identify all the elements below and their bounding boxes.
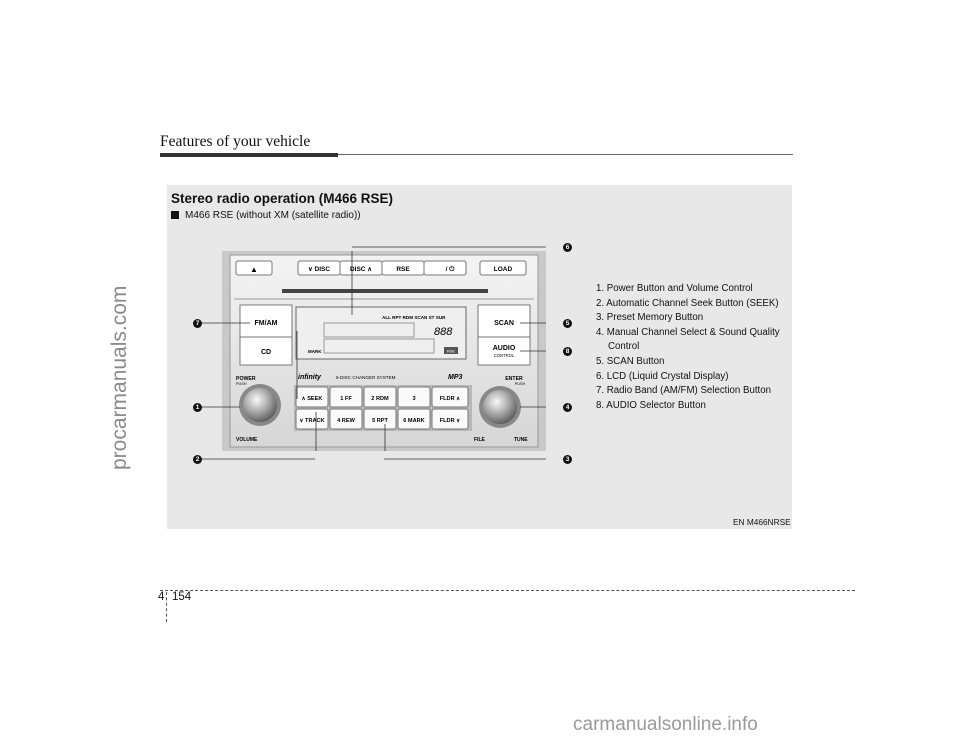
- lcd-digits: 888: [434, 326, 453, 338]
- header-title: Features of your vehicle: [160, 133, 311, 150]
- preset-button[interactable]: [329, 408, 363, 430]
- preset-button-label: FLDR ∧: [440, 396, 461, 402]
- rse-label: RSE: [396, 266, 410, 273]
- square-bullet-icon: [171, 211, 179, 219]
- callout-1: 1: [193, 403, 202, 412]
- figure-code: EN M466NRSE: [733, 517, 791, 527]
- legend-item: 4. Manual Channel Select & Sound Quality: [596, 326, 780, 338]
- callout-leaders: [202, 246, 546, 460]
- brand-logo: infinity: [298, 374, 322, 381]
- legend-item: 1. Power Button and Volume Control: [596, 283, 753, 294]
- power-label: POWER: [236, 376, 256, 382]
- preset-button-label: 3: [412, 396, 415, 402]
- lcd-rse-label: RSE: [447, 349, 456, 354]
- scan-label: SCAN: [494, 320, 514, 327]
- changer-label: 6-DISC CHANGER SYSTEM: [336, 375, 396, 380]
- preset-button-label: ∧ SEEK: [302, 396, 323, 402]
- callout-8: 8: [563, 347, 572, 356]
- lcd-mark-label: MARK: [308, 349, 322, 354]
- callout-4: 4: [563, 403, 572, 412]
- radio-illustration: ▲ ∨ DISC DISC ∧ RSE / ⏻ LOAD FM/AM CD AL…: [222, 251, 546, 451]
- legend-item: 7. Radio Band (AM/FM) Selection Button: [596, 385, 771, 397]
- section-subtitle: M466 RSE (without XM (satellite radio)): [171, 210, 361, 221]
- legend-item: 2. Automatic Channel Seek Button (SEEK): [596, 297, 779, 309]
- legend-item: 5. SCAN Button: [596, 355, 665, 367]
- lcd-rse-badge: [444, 347, 458, 354]
- preset-button-label: 2 RDM: [371, 396, 389, 402]
- load-button[interactable]: [479, 260, 527, 276]
- preset-button-label: 4 REW: [337, 418, 355, 424]
- eject-button[interactable]: [235, 260, 273, 276]
- file-label: FILE: [474, 437, 485, 443]
- power-mute-label: / ⏻: [446, 265, 456, 273]
- tune-knob[interactable]: [483, 390, 517, 424]
- preset-button[interactable]: [397, 408, 431, 430]
- preset-button-label: 5 RPT: [372, 418, 388, 424]
- mp3-logo: MP3: [448, 374, 463, 381]
- legend-item-continuation: Control: [608, 341, 640, 353]
- lcd-segment-box: [323, 322, 415, 338]
- callout-3: 3: [563, 455, 572, 464]
- load-label: LOAD: [494, 266, 513, 273]
- fm-am-label: FM/AM: [255, 320, 278, 327]
- callout-8-number: 8: [565, 348, 570, 355]
- preset-button[interactable]: [295, 386, 329, 408]
- power-push-label: PUSH: [236, 382, 247, 386]
- legend-item: 3. Preset Memory Button: [596, 312, 704, 324]
- disc-down-label: ∨ DISC: [308, 266, 330, 273]
- enter-label: ENTER: [505, 376, 523, 382]
- callout-4-number: 4: [565, 404, 570, 411]
- callout-2-number: 2: [195, 456, 200, 463]
- cd-button[interactable]: [239, 336, 293, 366]
- callout-5: 5: [563, 319, 572, 328]
- preset-button[interactable]: [329, 386, 363, 408]
- scan-button[interactable]: [477, 304, 531, 338]
- preset-button-label: FLDR ∨: [440, 418, 461, 424]
- chapter-number: 4: [158, 591, 165, 603]
- callout-6: 6: [563, 243, 572, 252]
- subtitle-text: M466 RSE (without XM (satellite radio)): [185, 210, 361, 221]
- callout-3-number: 3: [565, 456, 570, 463]
- preset-button[interactable]: [363, 408, 397, 430]
- callout-6-number: 6: [565, 244, 570, 251]
- disc-up-label: DISC ∧: [350, 266, 372, 273]
- callout-5-number: 5: [565, 320, 570, 327]
- header-rule: [338, 154, 793, 155]
- bottom-watermark: carmanualsonline.info: [573, 714, 758, 735]
- page-number: 154: [172, 591, 192, 603]
- section-title: Stereo radio operation (M466 RSE): [171, 191, 394, 206]
- side-watermark: procarmanuals.com: [108, 285, 131, 470]
- cd-label: CD: [261, 349, 271, 356]
- enter-push-label: PUSH: [515, 382, 526, 386]
- lcd-indicators: ALL RPT RDM SCAN ST SUR: [382, 315, 446, 320]
- lcd-segment-box: [323, 338, 435, 354]
- callout-7-number: 7: [195, 320, 200, 327]
- power-mute-button[interactable]: [423, 260, 467, 276]
- legend-item: 8. AUDIO Selector Button: [596, 399, 706, 411]
- preset-button-label: 6 MARK: [403, 418, 424, 424]
- preset-button[interactable]: [363, 386, 397, 408]
- preset-button-label: 1 FF: [340, 396, 352, 402]
- header-bar: [160, 153, 338, 157]
- legend-list: 1. Power Button and Volume Control 2. Au…: [596, 282, 780, 413]
- tune-label: TUNE: [514, 437, 528, 443]
- preset-button[interactable]: [295, 408, 329, 430]
- volume-label: VOLUME: [236, 437, 258, 443]
- callout-1-number: 1: [195, 404, 200, 411]
- preset-button[interactable]: [431, 408, 469, 430]
- preset-button[interactable]: [397, 386, 431, 408]
- preset-button-label: ∨ TRACK: [299, 418, 324, 424]
- footer-divider: [166, 592, 167, 622]
- audio-label: AUDIO: [493, 345, 516, 352]
- eject-icon: ▲: [250, 265, 258, 274]
- legend-item: 6. LCD (Liquid Crystal Display): [596, 370, 729, 382]
- audio-sub-label: CONTROL: [494, 353, 515, 358]
- callout-2: 2: [193, 455, 202, 464]
- footer-rule: [160, 590, 855, 591]
- volume-knob[interactable]: [243, 388, 277, 422]
- preset-button[interactable]: [431, 386, 469, 408]
- callout-7: 7: [193, 319, 202, 328]
- cd-slot: [282, 289, 488, 293]
- fm-am-button[interactable]: [239, 304, 293, 338]
